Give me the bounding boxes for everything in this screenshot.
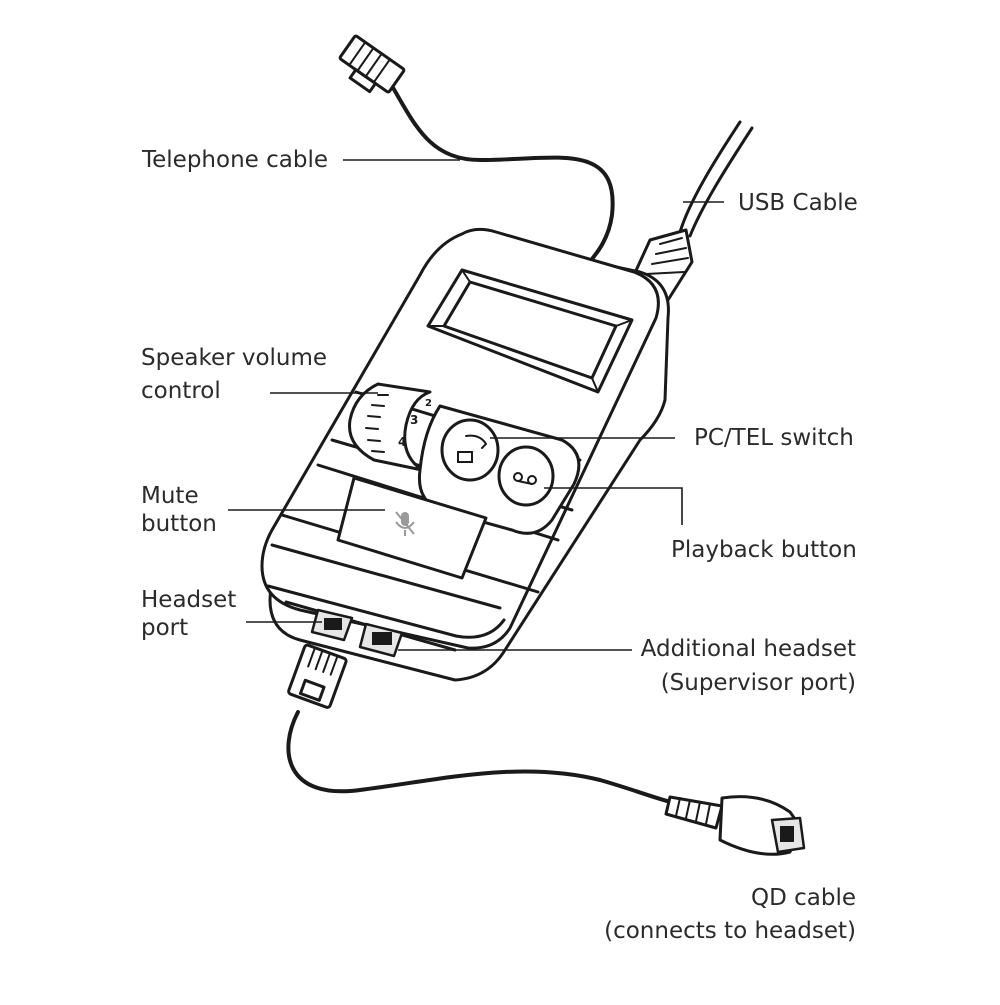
label-additional-headset-line2: (Supervisor port) (660, 670, 856, 696)
label-qd-cable-line1: QD cable (750, 885, 856, 911)
label-speaker-volume-line2: control (141, 378, 221, 404)
telephone-plug-icon (338, 34, 406, 94)
label-additional-headset-line1: Additional headset (640, 636, 856, 662)
pc-tel-switch-button[interactable] (440, 418, 500, 482)
mute-button[interactable] (336, 476, 488, 580)
label-usb-cable: USB Cable (738, 190, 858, 216)
telephone-cable (338, 34, 615, 270)
label-telephone-cable: Telephone cable (142, 147, 328, 173)
adapter-device: 2 3 4 (260, 227, 670, 682)
playback-button[interactable] (497, 445, 555, 507)
leader-lines (228, 159, 724, 651)
label-mute-line1: Mute (141, 483, 199, 509)
dial-number: 2 (425, 398, 432, 409)
dial-number: 3 (410, 413, 418, 427)
phone-icon (465, 434, 488, 449)
supervisor-port[interactable] (358, 622, 404, 658)
qd-cable (286, 643, 806, 856)
label-speaker-volume-line1: Speaker volume (141, 345, 328, 371)
label-pc-tel-switch: PC/TEL switch (694, 425, 854, 451)
dial-number: 4 (398, 435, 406, 449)
label-playback-button: Playback button (671, 537, 857, 563)
headset-port[interactable] (310, 608, 354, 642)
label-qd-cable-line2: (connects to headset) (604, 918, 856, 944)
label-mute-line2: button (141, 511, 217, 537)
headset-plug-icon (287, 643, 348, 709)
label-headset-port-line2: port (141, 615, 189, 641)
label-headset-port-line1: Headset (141, 587, 237, 613)
muted-microphone-icon (395, 511, 415, 536)
monitor-icon (457, 451, 473, 463)
